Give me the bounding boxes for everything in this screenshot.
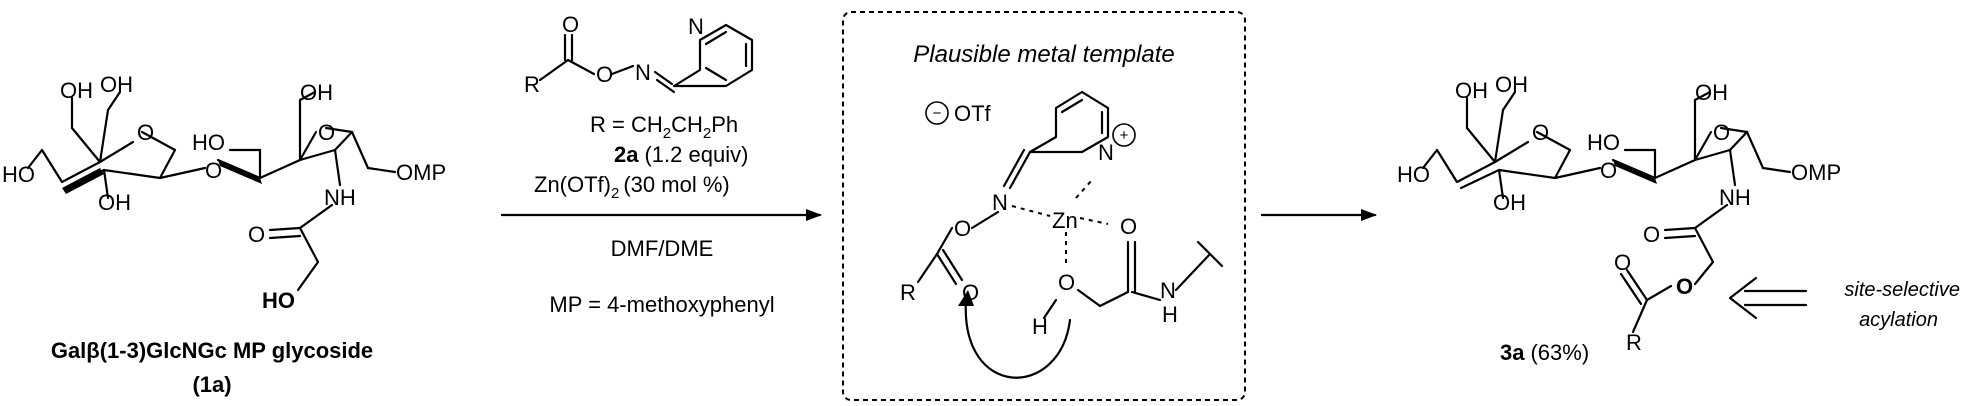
minus-sign: − [933,105,942,122]
reagent-carbonyl-o: O [562,12,579,37]
pr-oh-2: OH [1495,72,1528,97]
reagent-pyridine-n: N [688,14,704,39]
sm-carbonyl-o: O [248,222,265,247]
pr-ring-o-2: O [1713,120,1730,145]
product-label: 3a(63%) [1500,340,1589,365]
template-oxime-o: O [954,216,971,241]
pr-carbonyl-o: O [1643,222,1660,247]
template-hydroxyl-o: O [1058,270,1075,295]
sm-oh-1: OH [60,78,93,103]
plus-charge-icon [1112,123,1136,147]
sm-name: Galβ(1-3)GlcNGc MP glycoside [51,338,373,363]
pr-oh-4: OH [1695,80,1728,105]
site-selective-arrow [1728,276,1808,320]
reagent-solvent: DMF/DME [611,236,714,261]
mp-definition: MP = 4-methoxyphenyl [549,292,774,317]
sm-oh-3: OH [98,190,131,215]
pr-oh-3: OH [1493,190,1526,215]
sm-omp: OMP [396,160,446,185]
reagent-ester-o: O [596,62,613,87]
template-zn: Zn [1052,208,1078,233]
sm-ho-2: HO [192,130,225,155]
reagent-r-definition: R = CH2CH2Ph [590,112,738,142]
template-pyridinium-n: N [1098,140,1114,165]
pr-ester-o-bold: O [1676,274,1693,299]
pr-glycosidic-o: O [1600,158,1617,183]
starting-material-structure [26,90,397,292]
pr-ring-o-1: O [1532,120,1549,145]
reaction-arrow-1 [500,209,822,221]
sm-nh: NH [324,185,356,210]
template-box [842,11,1246,401]
pr-oh-1: OH [1455,78,1488,103]
template-structure [916,90,1224,379]
reagent-oxime-n: N [635,60,651,85]
sm-ring-o-1: O [137,120,154,145]
pr-nh: NH [1719,185,1751,210]
sm-oh-2: OH [100,72,133,97]
template-r: R [900,280,916,305]
annotation-line-2: acylation [1859,309,1938,331]
reagent-2a-structure [538,23,754,94]
pr-ho-1: HO [1397,162,1430,187]
reaction-arrow-2 [1260,209,1377,221]
reagent-r: R [524,72,540,97]
template-h: H [1032,314,1048,339]
reagent-catalyst: Zn(OTf)2(30 mol %) [534,172,730,202]
sm-ho-1: HO [2,162,35,187]
template-imine-n: N [992,190,1008,215]
template-amide-n: N [1160,278,1176,303]
pr-acyl-o: O [1614,250,1631,275]
template-amide-o: O [1120,214,1137,239]
template-amide-h: H [1162,302,1178,327]
pr-r: R [1626,330,1642,355]
template-counterion: OTf [954,101,992,126]
pr-ho-2: HO [1587,130,1620,155]
sm-oh-4: OH [300,80,333,105]
sm-glycosidic-o: O [205,158,222,183]
sm-id: (1a) [192,372,231,397]
annotation-line-1: site-selective [1844,279,1960,301]
reagent-2a-equiv: 2a(1.2 equiv) [614,142,748,167]
pr-omp: OMP [1791,160,1841,185]
template-title: Plausible metal template [913,41,1174,68]
template-carbonyl-o: O [962,280,979,305]
minus-charge-icon [925,101,949,125]
sm-ring-o-2: O [318,120,335,145]
plus-sign: + [1120,127,1129,144]
sm-ho-bold: HO [262,288,295,313]
product-structure [1421,90,1792,334]
